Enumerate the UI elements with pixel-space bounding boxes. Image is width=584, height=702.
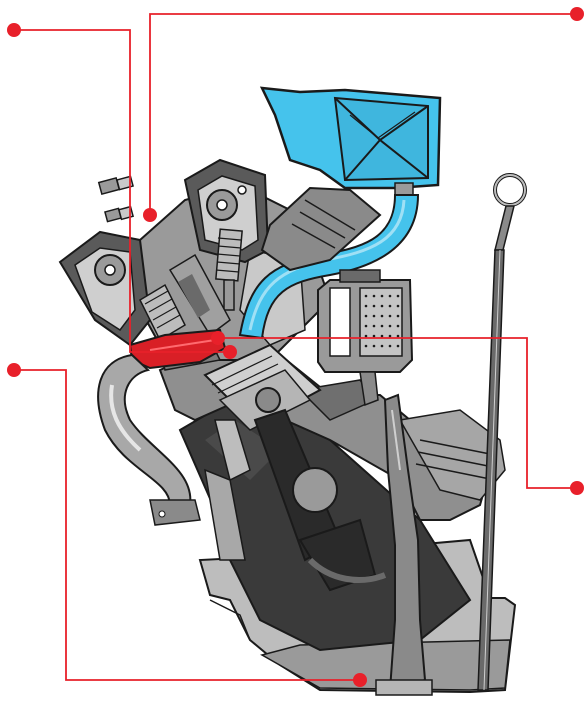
oil-filter (317, 269, 414, 407)
air-intake-box (259, 86, 442, 198)
callout-marker-1-end (223, 345, 237, 359)
valve-spring-left (139, 283, 186, 342)
callout-marker-4-end (353, 673, 367, 687)
callout-marker-2-end (143, 208, 157, 222)
spark-plug (97, 175, 135, 223)
exhaust-pipe (97, 353, 201, 526)
callout-line-1 (14, 29, 230, 353)
callout-marker-3-start (211, 331, 225, 345)
piston (203, 343, 322, 431)
callout-marker-2-start (570, 7, 584, 21)
dipstick (477, 173, 527, 691)
callout-marker-1-start (7, 23, 21, 37)
callout-line-2 (149, 13, 577, 215)
wrist-pin (292, 467, 338, 513)
valve-spring-right (215, 228, 243, 311)
callout-marker-4-start (7, 363, 21, 377)
connecting-rod (253, 408, 387, 592)
camshaft-cover-right (183, 158, 270, 264)
intake-manifold-upper (260, 186, 382, 272)
callout-line-3 (218, 337, 577, 489)
oil-pickup (375, 393, 433, 696)
fuel-injector (168, 253, 231, 337)
camshaft-cover-left (58, 230, 152, 347)
callout-lines (14, 13, 577, 681)
callout-line-4 (14, 369, 360, 681)
callout-markers (7, 7, 584, 687)
callout-marker-3-end (570, 481, 584, 495)
